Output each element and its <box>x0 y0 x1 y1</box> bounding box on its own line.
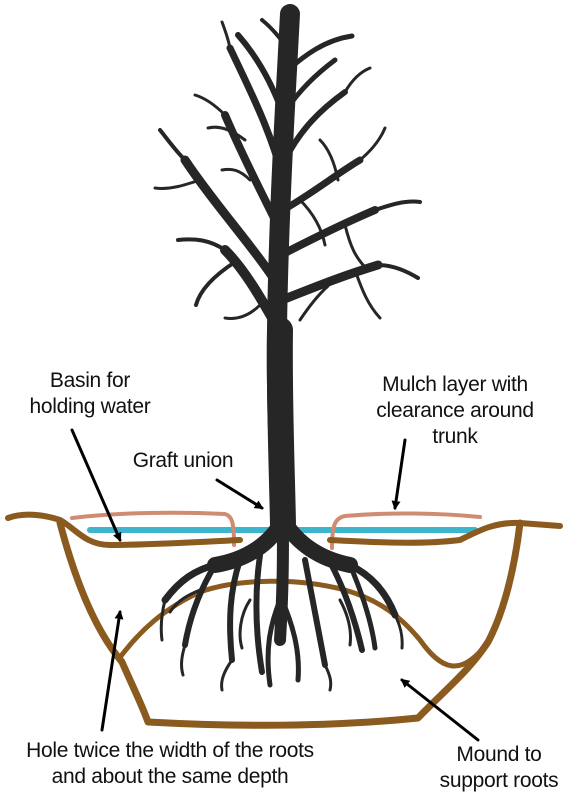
label-mulch-line-3: trunk <box>355 424 555 450</box>
arrow-graft <box>217 480 262 508</box>
arrow-hole <box>102 612 120 730</box>
label-hole-line-2: and about the same depth <box>0 764 340 790</box>
label-graft-line-1: Graft union <box>118 448 248 474</box>
arrow-basin <box>72 430 120 540</box>
roots <box>161 520 402 690</box>
arrow-mulch <box>395 440 405 508</box>
label-mulch: Mulch layer with clearance around trunk <box>355 372 555 450</box>
label-mound-line-1: Mound to <box>435 742 563 768</box>
arrow-mound <box>402 680 478 740</box>
label-hole-line-1: Hole twice the width of the roots <box>0 738 340 764</box>
label-mulch-line-2: clearance around <box>355 398 555 424</box>
label-hole: Hole twice the width of the roots and ab… <box>0 738 340 790</box>
label-mulch-line-1: Mulch layer with <box>355 372 555 398</box>
label-mound-line-2: support roots <box>435 768 563 794</box>
label-basin-line-2: holding water <box>20 394 160 420</box>
label-graft: Graft union <box>118 448 248 474</box>
label-mound: Mound to support roots <box>435 742 563 794</box>
label-basin: Basin for holding water <box>20 368 160 420</box>
label-basin-line-1: Basin for <box>20 368 160 394</box>
